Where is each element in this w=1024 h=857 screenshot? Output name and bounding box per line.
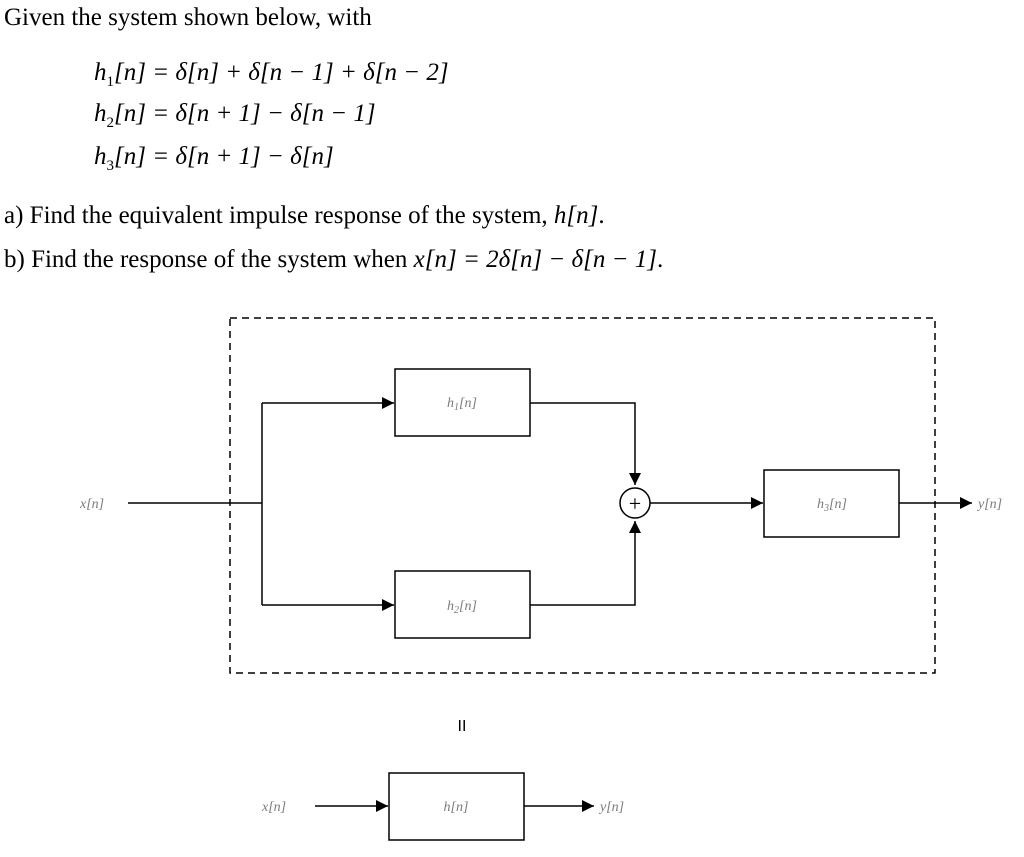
eq-output-label: y[n]: [598, 800, 624, 815]
equation-h3-arg: [n]: [114, 143, 146, 170]
part-a-suffix: .: [598, 202, 605, 229]
equation-h1-arg: [n]: [114, 59, 146, 86]
h1-to-adder: [530, 402, 641, 485]
block-h3-label: h3[n]: [817, 497, 847, 514]
equation-h3-name: h: [94, 143, 107, 170]
equation-h1-sub: 1: [106, 74, 115, 90]
h2-to-adder: [530, 521, 641, 606]
equation-h2-arg: [n]: [114, 100, 146, 127]
adder-symbol: +: [629, 491, 641, 516]
equation-h2-rhs: = δ[n + 1] − δ[n − 1]: [152, 100, 376, 127]
equation-h2-sub: 2: [106, 115, 115, 131]
equation-h1-rhs: = δ[n] + δ[n − 1] + δ[n − 2]: [152, 59, 449, 86]
equation-h1-name: h: [94, 59, 107, 86]
problem-intro: Given the system shown below, with: [4, 4, 372, 31]
part-a: a) Find the equivalent impulse response …: [4, 203, 605, 228]
block-h2: [394, 570, 531, 639]
equation-h2: h2[n] = δ[n + 1] − δ[n − 1]: [94, 101, 376, 131]
part-b-prefix: b) Find the response of the system when: [4, 246, 414, 273]
part-b-expr: x[n] = 2δ[n] − δ[n − 1]: [413, 246, 657, 273]
output-label: y[n]: [976, 497, 1002, 512]
system-boundary: [229, 317, 936, 674]
equation-h2-name: h: [94, 100, 107, 127]
part-b-suffix: .: [656, 246, 664, 273]
part-b: b) Find the response of the system when …: [4, 247, 663, 272]
equation-h3-rhs: = δ[n + 1] − δ[n]: [152, 143, 334, 170]
equation-h1: h1[n] = δ[n] + δ[n − 1] + δ[n − 2]: [94, 60, 449, 90]
equation-h3: h3[n] = δ[n + 1] − δ[n]: [94, 144, 334, 174]
block-h2-label: h2[n]: [447, 599, 477, 616]
block-h-label: h[n]: [444, 800, 469, 815]
equation-h3-sub: 3: [106, 158, 115, 174]
block-h: [388, 772, 525, 841]
equals-symbol: II: [458, 718, 467, 735]
input-label: x[n]: [79, 497, 104, 512]
eq-input-label: x[n]: [261, 800, 286, 815]
block-h3: [763, 469, 900, 538]
part-a-expr: h[n]: [553, 202, 599, 229]
part-a-prefix: a) Find the equivalent impulse response …: [4, 202, 554, 229]
block-h1: [394, 368, 531, 437]
block-h1-label: h1[n]: [447, 396, 477, 413]
